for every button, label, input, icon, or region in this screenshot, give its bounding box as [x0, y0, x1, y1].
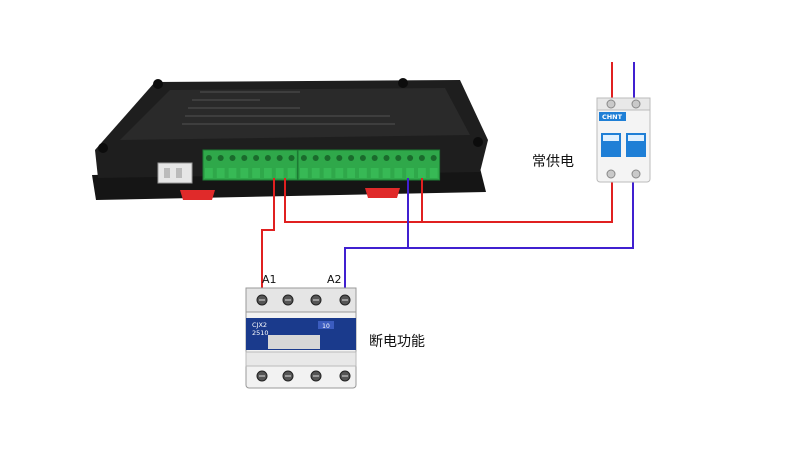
terminal-block-left: [202, 149, 298, 181]
din-clip: [365, 188, 400, 198]
terminal-screw[interactable]: [312, 155, 319, 161]
terminal-screw[interactable]: [264, 155, 271, 161]
neutral-wire-breaker: [407, 178, 634, 249]
din-clip: [180, 190, 215, 200]
live-wire-breaker: [284, 178, 613, 223]
terminal-a2-label: A2: [327, 273, 342, 286]
contactor: CJX2 2510 10: [245, 287, 357, 389]
terminal-screw[interactable]: [336, 155, 343, 161]
circuit-breaker: CHNT: [596, 97, 651, 183]
contactor-rating: 10: [322, 323, 330, 330]
terminal-screw[interactable]: [205, 155, 212, 161]
live-wire-to-a1: [261, 178, 275, 290]
terminal-screw[interactable]: [430, 155, 437, 161]
controller-label-text: [182, 91, 395, 125]
terminal-screw[interactable]: [300, 155, 307, 161]
mounting-hole: [473, 137, 483, 147]
terminal-block-right: [297, 149, 441, 181]
neutral-wire-to-a2: [344, 247, 408, 290]
terminal-screw[interactable]: [359, 155, 366, 161]
terminal-screw[interactable]: [418, 155, 425, 161]
wires: [261, 62, 635, 290]
contactor-model-number: 2510: [252, 329, 269, 337]
contactor-label: 断电功能: [369, 334, 425, 350]
terminal-screw[interactable]: [324, 155, 331, 161]
breaker-label: 常供电: [532, 154, 574, 170]
terminal-screw[interactable]: [288, 155, 295, 161]
mounting-hole: [153, 79, 163, 89]
breaker-brand: CHNT: [602, 113, 623, 121]
terminal-screw[interactable]: [229, 155, 236, 161]
terminal-screw[interactable]: [395, 155, 402, 161]
terminal-screw[interactable]: [241, 155, 248, 161]
terminal-screw[interactable]: [253, 155, 260, 161]
mounting-hole: [98, 143, 108, 153]
relay-controller: [92, 78, 488, 200]
terminal-screw[interactable]: [407, 155, 414, 161]
terminal-screw[interactable]: [371, 155, 378, 161]
terminal-screw[interactable]: [217, 155, 224, 161]
contactor-model: CJX2: [252, 321, 267, 329]
terminal-screw[interactable]: [276, 155, 283, 161]
mounting-hole: [398, 78, 408, 88]
white-connector: [157, 162, 193, 184]
terminal-a1-label: A1: [262, 273, 277, 286]
terminal-screw[interactable]: [383, 155, 390, 161]
terminal-screw[interactable]: [348, 155, 355, 161]
